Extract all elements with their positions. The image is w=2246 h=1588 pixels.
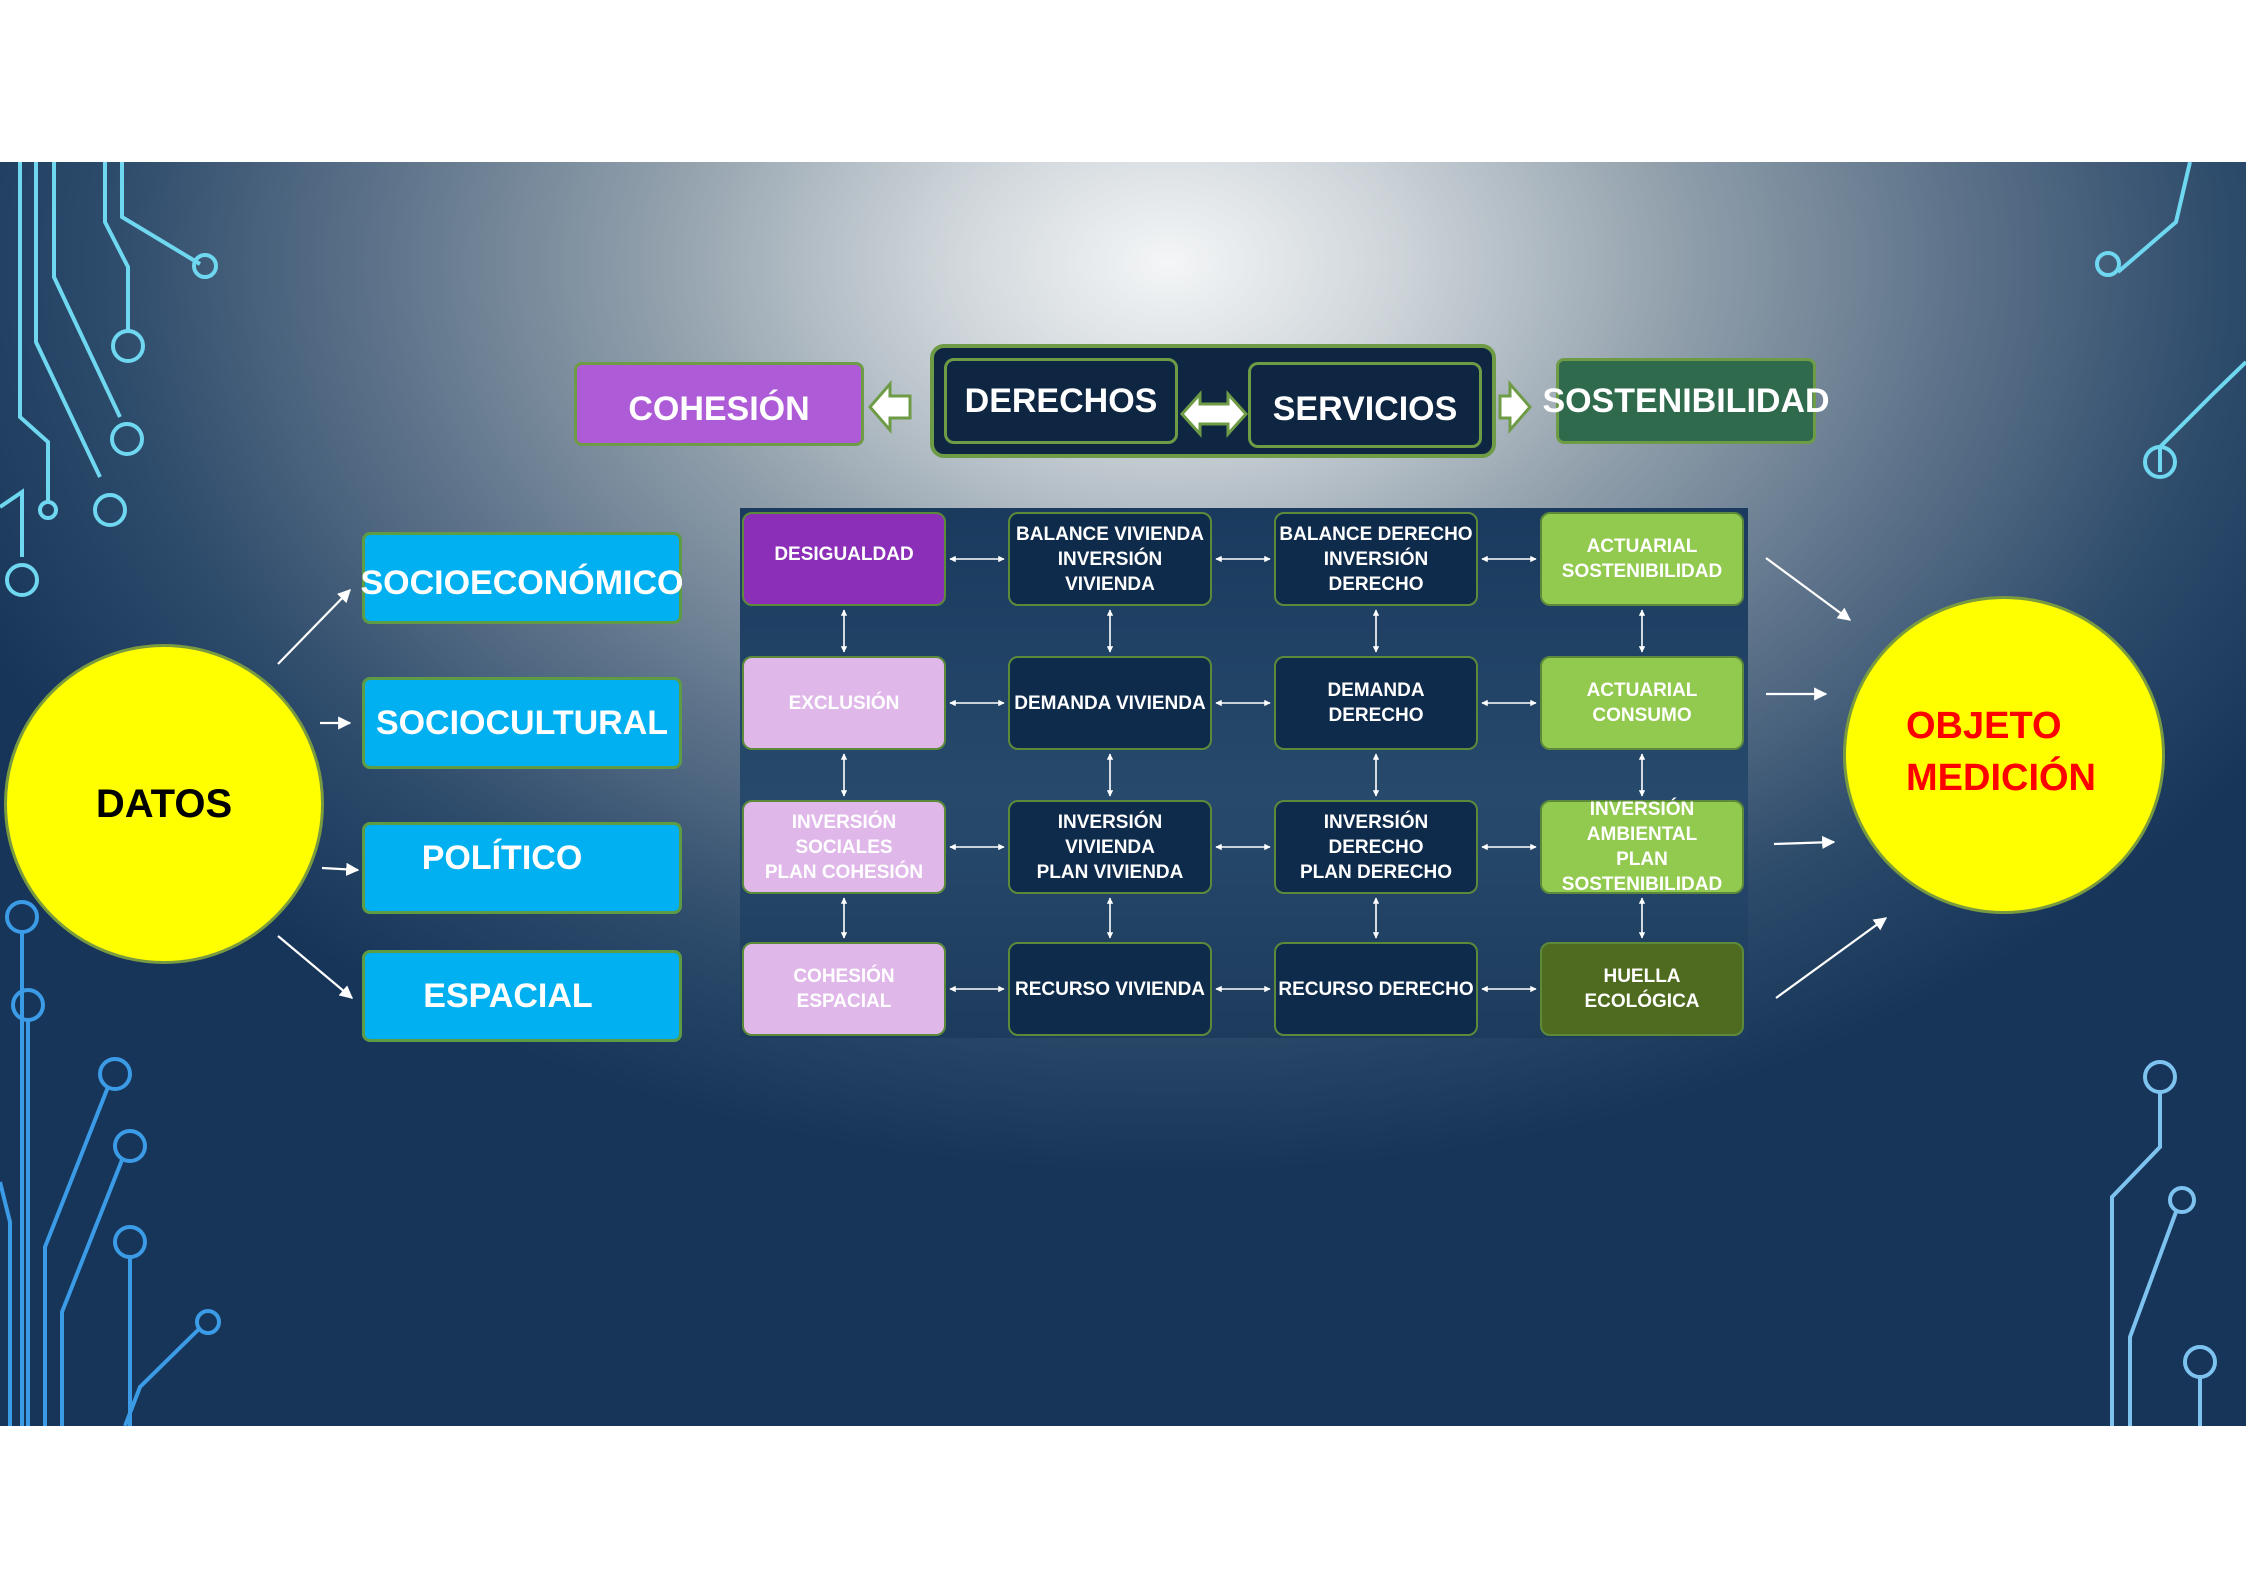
circuit-node xyxy=(2183,1345,2217,1379)
sostenibilidad-box: SOSTENIBILIDAD xyxy=(1542,358,1830,444)
circuit-line xyxy=(123,1326,202,1426)
category-label: SOCIOCULTURAL xyxy=(375,703,669,742)
circuit-node xyxy=(11,988,45,1022)
servicios-box: SERVICIOS xyxy=(1248,362,1482,448)
circuit-node xyxy=(111,329,145,363)
circuit-line xyxy=(2116,162,2192,274)
circuit-node xyxy=(195,1309,221,1335)
circuit-line xyxy=(60,1159,124,1426)
cell-huella-ecologica: HUELLA ECOLÓGICA xyxy=(1540,942,1744,1036)
cell-inversion-derecho: INVERSIÓN DERECHO PLAN DERECHO xyxy=(1274,800,1478,894)
circuit-node xyxy=(2168,1186,2196,1214)
circuit-line xyxy=(0,488,24,557)
circuit-node xyxy=(2143,1060,2177,1094)
cell-balance-vivienda: BALANCE VIVIENDA INVERSIÓN VIVIENDA xyxy=(1008,512,1212,606)
cell-actuarial-sostenibilidad: ACTUARIAL SOSTENIBILIDAD xyxy=(1540,512,1744,606)
cell-inversion-ambiental: INVERSIÓN AMBIENTAL PLAN SOSTENIBILIDAD xyxy=(1540,799,1744,895)
circuit-line xyxy=(120,162,202,266)
category-politico: POLÍTICO xyxy=(362,822,682,914)
circuit-line xyxy=(52,162,122,418)
circuit-node xyxy=(113,1129,147,1163)
cell-inversion-vivienda: INVERSIÓN VIVIENDA PLAN VIVIENDA xyxy=(1008,800,1212,894)
category-socioeconomico: SOCIOECONÓMICO xyxy=(360,532,684,624)
cohesion-box: COHESIÓN xyxy=(574,362,864,446)
cell-actuarial-consumo: ACTUARIAL CONSUMO xyxy=(1540,656,1744,750)
circuit-line xyxy=(0,1181,12,1426)
circuit-node xyxy=(98,1057,132,1091)
circuit-node xyxy=(2095,251,2121,277)
category-espacial: ESPACIAL xyxy=(362,950,682,1042)
circuit-line xyxy=(103,162,130,332)
sostenibilidad-label: SOSTENIBILIDAD xyxy=(1542,381,1830,420)
category-sociocultural: SOCIOCULTURAL xyxy=(362,677,682,769)
circuit-node xyxy=(93,493,127,527)
circuit-node xyxy=(5,900,39,934)
medicion-label: MEDICIÓN xyxy=(1906,757,2096,799)
category-label: POLÍTICO xyxy=(421,838,583,877)
cell-recurso-vivienda: RECURSO VIVIENDA xyxy=(1008,942,1212,1036)
circuit-node xyxy=(2143,445,2177,479)
circuit-node xyxy=(110,422,144,456)
cohesion-label: COHESIÓN xyxy=(628,389,810,428)
circuit-node xyxy=(192,253,218,279)
circuit-line xyxy=(2128,1211,2178,1426)
derechos-box: DERECHOS xyxy=(944,358,1178,444)
matrix-panel: DESIGUALDAD BALANCE VIVIENDA INVERSIÓN V… xyxy=(740,508,1748,1038)
circuit-node xyxy=(5,563,39,597)
circuit-line xyxy=(18,162,50,502)
circuit-line xyxy=(34,162,102,478)
cell-recurso-derecho: RECURSO DERECHO xyxy=(1274,942,1478,1036)
objeto-medicion-circle: OBJETO MEDICIÓN xyxy=(1843,596,2165,914)
cell-demanda-vivienda: DEMANDA VIVIENDA xyxy=(1008,656,1212,750)
datos-label: DATOS xyxy=(95,781,233,826)
slide: COHESIÓN DERECHOS SERVICIOS SOSTENIBILID… xyxy=(0,162,2246,1426)
circuit-node xyxy=(113,1225,147,1259)
cell-exclusion: EXCLUSIÓN xyxy=(742,656,946,750)
cell-demanda-derecho: DEMANDA DERECHO xyxy=(1274,656,1478,750)
cell-inversion-sociales: INVERSIÓN SOCIALES PLAN COHESIÓN xyxy=(742,800,946,894)
circuit-line xyxy=(2110,1092,2162,1426)
circuit-line xyxy=(2158,360,2246,472)
category-label: ESPACIAL xyxy=(423,976,593,1015)
category-label: SOCIOECONÓMICO xyxy=(360,563,684,602)
circuit-decoration xyxy=(0,162,2246,1426)
cell-desigualdad: DESIGUALDAD xyxy=(742,512,946,606)
cell-balance-derecho: BALANCE DERECHO INVERSIÓN DERECHO xyxy=(1274,512,1478,606)
derechos-label: DERECHOS xyxy=(964,381,1158,420)
datos-circle: DATOS xyxy=(4,644,324,964)
servicios-label: SERVICIOS xyxy=(1272,389,1458,428)
objeto-label: OBJETO xyxy=(1906,705,2062,747)
circuit-line xyxy=(43,1086,110,1426)
cell-cohesion-espacial: COHESIÓN ESPACIAL xyxy=(742,942,946,1036)
circuit-node xyxy=(38,500,58,520)
